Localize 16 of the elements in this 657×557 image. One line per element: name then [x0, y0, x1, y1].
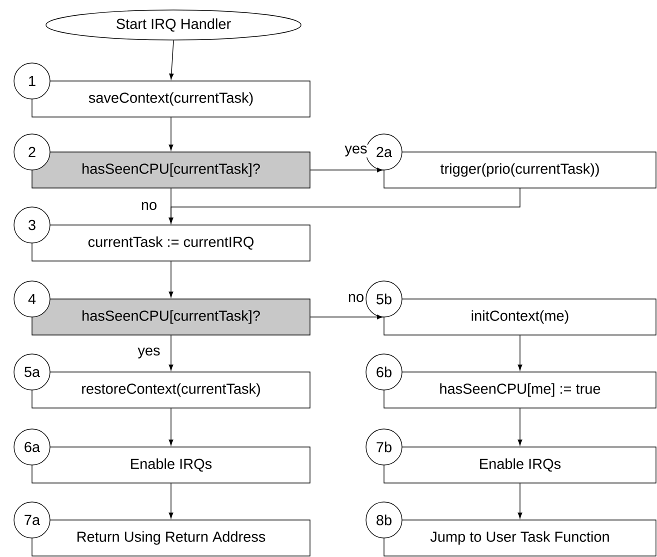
arrow [168, 188, 520, 224]
edge-label: yes [344, 146, 367, 156]
arrow [310, 168, 383, 172]
arrow [518, 334, 522, 370]
arrow [168, 260, 174, 298]
arrow [518, 482, 522, 518]
edge-label: no [348, 294, 364, 302]
edge-label: yes [138, 348, 160, 358]
arrow [168, 482, 174, 518]
arrow [168, 117, 174, 150]
arrow [169, 40, 174, 80]
edge-label: no [142, 202, 156, 210]
arrow [518, 408, 522, 446]
arrow [310, 314, 383, 320]
arrow [168, 408, 174, 446]
arrow [168, 334, 174, 370]
